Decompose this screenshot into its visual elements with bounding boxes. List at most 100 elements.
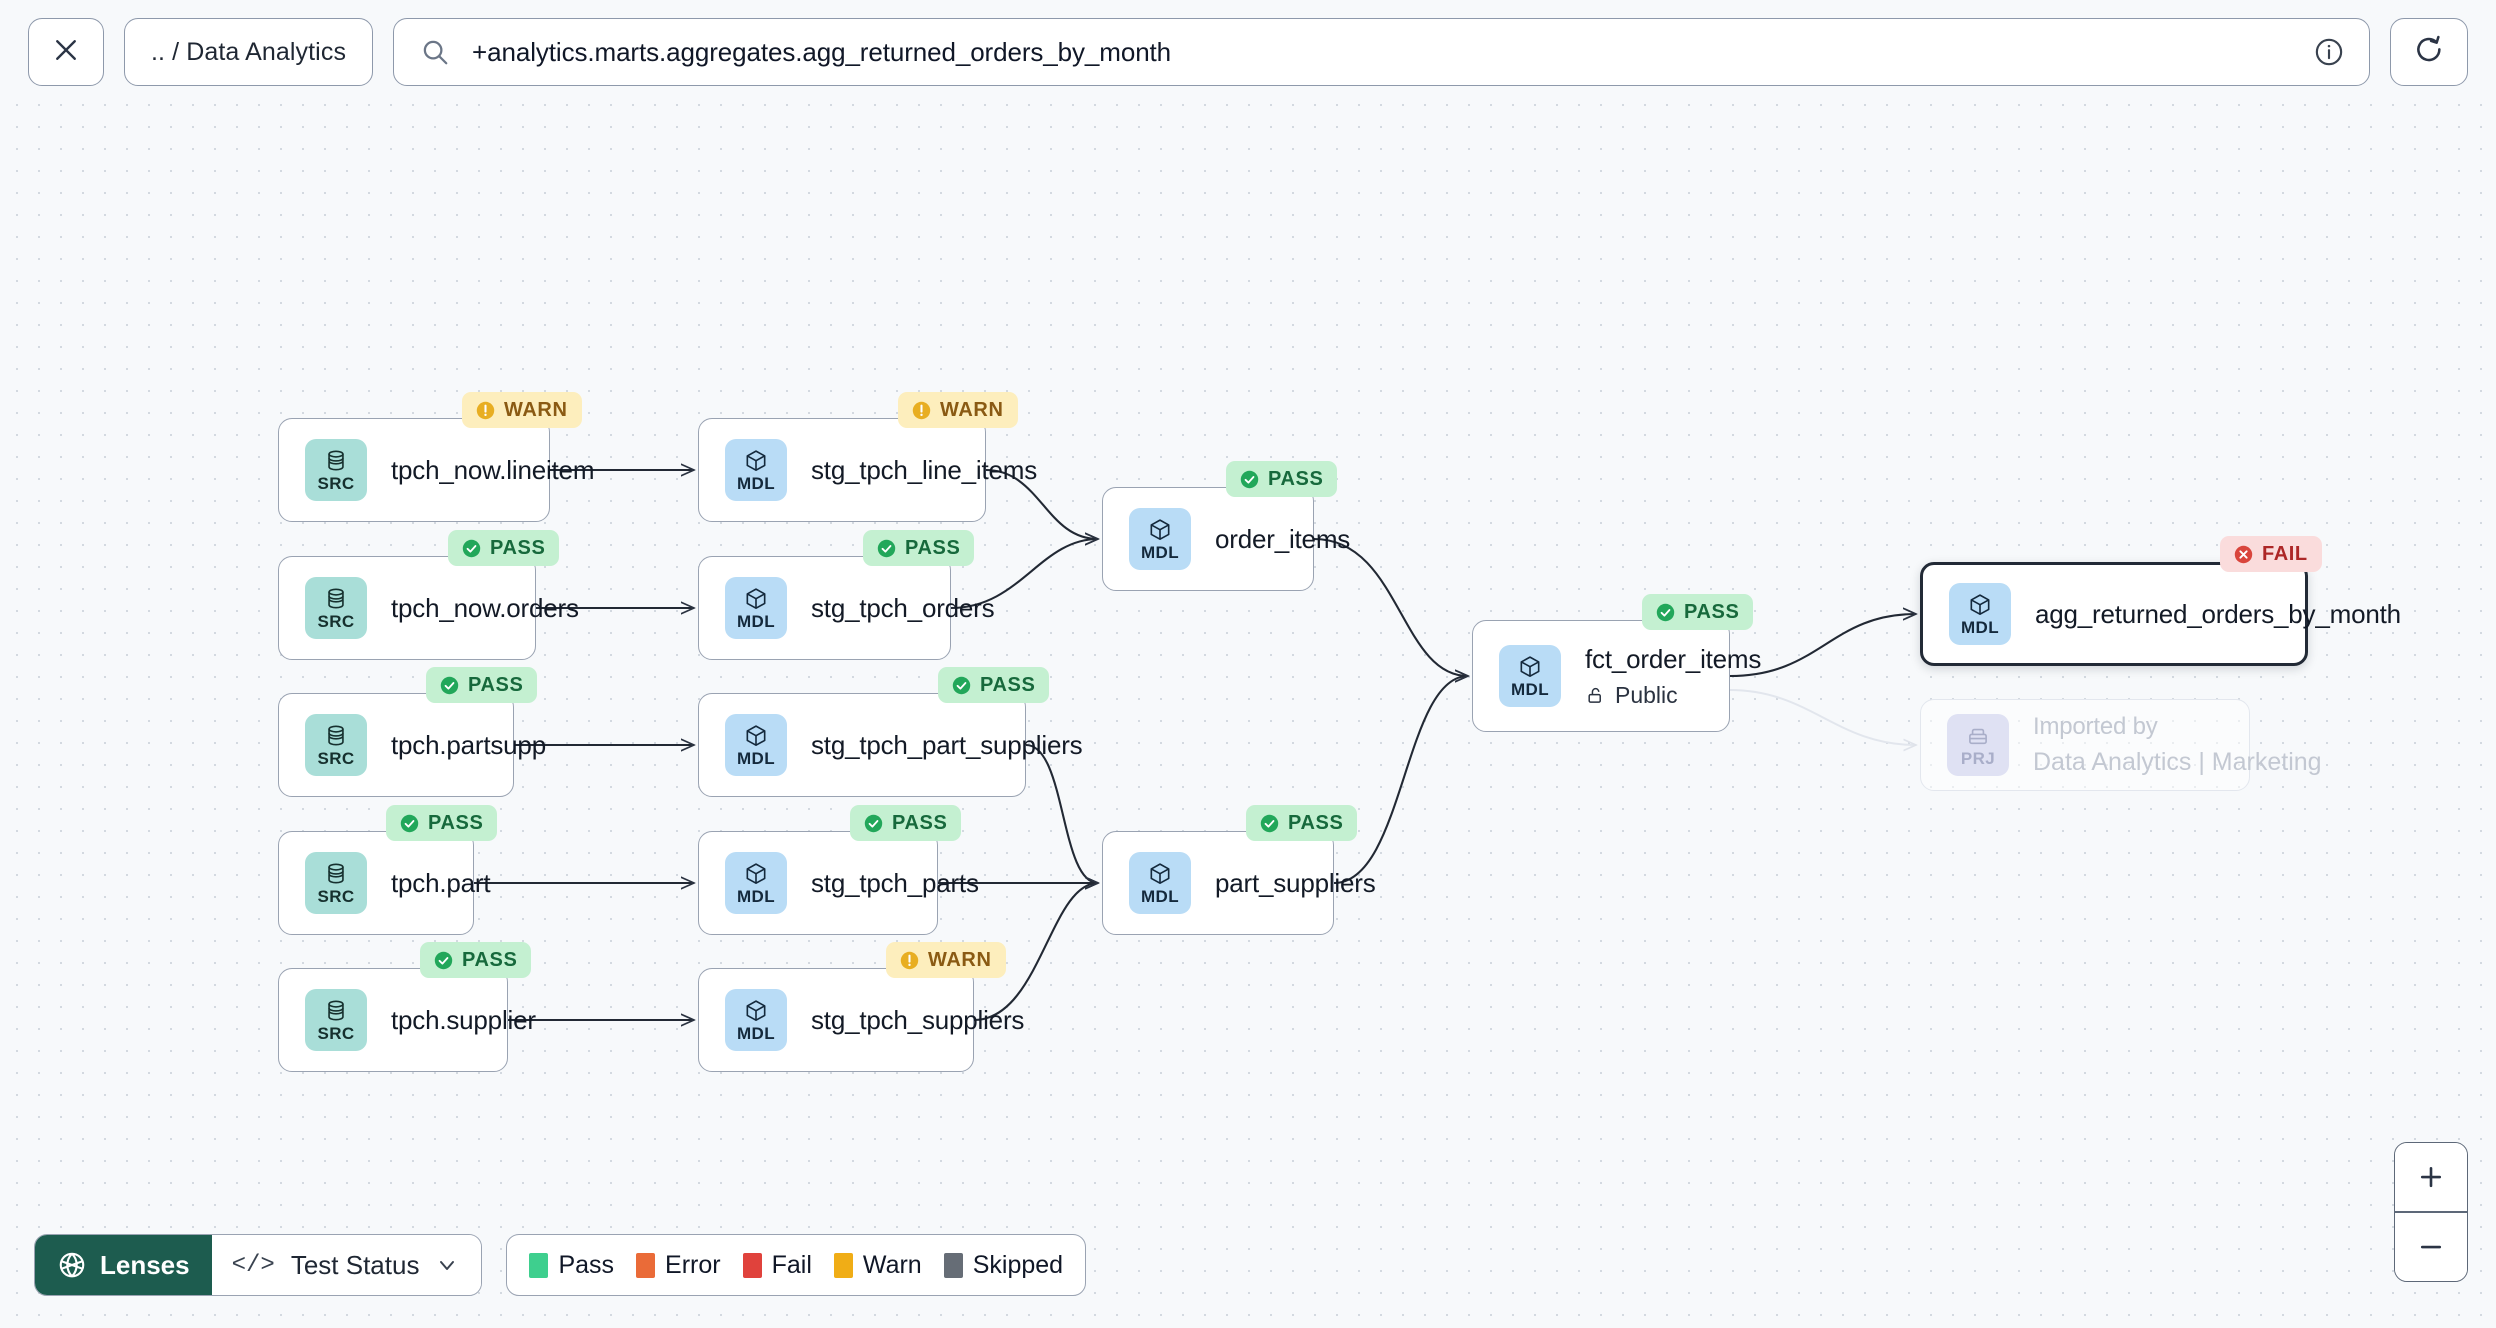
lineage-search-input[interactable]: +analytics.marts.aggregates.agg_returned… [393, 18, 2370, 86]
node-type-tag: MDL [1510, 680, 1550, 699]
node-type-tag: SRC [317, 474, 355, 493]
database-icon: SRC [305, 714, 367, 776]
status-pass-icon [462, 539, 481, 558]
cube-icon: MDL [725, 989, 787, 1051]
cube-icon: MDL [725, 852, 787, 914]
status-pass-icon [1260, 814, 1279, 833]
graph-node-stg_tpch_parts[interactable]: MDL stg_tpch_parts [698, 831, 979, 935]
node-label: agg_returned_orders_by_month [2035, 598, 2401, 629]
legend-label: Error [665, 1250, 721, 1279]
status-warn-icon [912, 401, 931, 420]
node-type-tag: SRC [317, 1024, 355, 1043]
node-body: tpch_now.lineitem [391, 455, 594, 486]
node-subtitle: Public [1585, 682, 1729, 709]
node-body: stg_tpch_part_suppliers [811, 729, 1083, 761]
node-label: tpch_now.orders [391, 592, 579, 623]
node-type-tag: MDL [736, 1024, 776, 1043]
status-fail-icon [2234, 545, 2253, 564]
legend-swatch [742, 1252, 762, 1278]
status-pass-icon [877, 539, 896, 558]
node-body: agg_returned_orders_by_month [2035, 598, 2401, 630]
legend-item-pass: Pass [529, 1251, 614, 1280]
cube-icon: MDL [725, 577, 787, 639]
graph-node-stg_tpch_part_suppliers[interactable]: MDL stg_tpch_part_suppliers [698, 693, 1083, 797]
node-body: stg_tpch_parts [811, 868, 979, 899]
legend-label: Warn [862, 1250, 922, 1279]
status-pass-icon [434, 951, 453, 970]
graph-node-stg_tpch_orders[interactable]: MDL stg_tpch_orders [698, 556, 995, 660]
test-status-dropdown[interactable]: </> Test Status [211, 1235, 482, 1295]
database-icon: SRC [305, 577, 367, 639]
zoom-out-button[interactable] [2395, 1213, 2467, 1281]
breadcrumb[interactable]: .. / Data Analytics [124, 18, 374, 86]
status-warn-icon [900, 951, 919, 970]
status-legend: Pass Error Fail Warn Skipped [506, 1234, 1087, 1296]
legend-swatch [529, 1252, 549, 1278]
lenses-group: Lenses </> Test Status [34, 1234, 483, 1296]
legend-swatch [943, 1252, 963, 1278]
node-body: part_suppliers [1215, 868, 1376, 899]
node-label: fct_order_items [1585, 643, 1762, 674]
graph-node-imported_by_project[interactable]: PRJ Imported by Data Analytics | Marketing [1920, 699, 2322, 791]
node-body: stg_tpch_line_items [811, 454, 1037, 486]
node-label: tpch.supplier [391, 1004, 536, 1035]
status-warn-icon [476, 401, 495, 420]
close-button[interactable] [28, 18, 104, 86]
legend-item-skipped: Skipped [943, 1251, 1063, 1280]
cube-icon: MDL [725, 714, 787, 776]
node-label: Imported by [2033, 713, 2158, 740]
breadcrumb-label: .. / Data Analytics [151, 37, 347, 66]
node-type-tag: SRC [317, 612, 355, 631]
node-body: order_items [1215, 524, 1350, 555]
node-type-tag: MDL [1140, 543, 1180, 562]
graph-node-agg_returned_orders_by_month[interactable]: MDL agg_returned_orders_by_month [1920, 562, 2401, 666]
database-icon: SRC [305, 989, 367, 1051]
node-type-tag: SRC [317, 887, 355, 906]
node-type-tag: PRJ [1960, 749, 1996, 768]
test-status-label: Test Status [290, 1249, 420, 1280]
node-label: tpch.partsupp [391, 729, 546, 760]
info-icon[interactable] [2313, 36, 2345, 68]
cube-icon: MDL [725, 439, 787, 501]
cube-icon: MDL [1949, 583, 2011, 645]
node-body: tpch.partsupp [391, 729, 546, 761]
node-body: tpch_now.orders [391, 592, 579, 624]
graph-node-stg_tpch_line_items[interactable]: MDL stg_tpch_line_items [698, 418, 1037, 522]
lenses-label: Lenses [100, 1249, 190, 1280]
status-pass-icon [952, 676, 971, 695]
plus-icon [2416, 1162, 2446, 1192]
legend-swatch [833, 1252, 853, 1278]
lenses-button[interactable]: Lenses [35, 1235, 212, 1295]
graph-node-tpch_now_lineitem[interactable]: SRC tpch_now.lineitem [278, 418, 594, 522]
node-type-tag: MDL [736, 474, 776, 493]
node-type-tag: MDL [1140, 887, 1180, 906]
cube-icon: MDL [1129, 852, 1191, 914]
chevron-down-icon [435, 1253, 459, 1277]
graph-node-part_suppliers[interactable]: MDL part_suppliers [1102, 831, 1376, 935]
graph-node-tpch_supplier[interactable]: SRC tpch.supplier [278, 968, 536, 1072]
minus-icon [2416, 1232, 2446, 1262]
node-subtitle-text: Data Analytics | Marketing [2033, 748, 2322, 776]
node-body: stg_tpch_orders [811, 593, 995, 624]
search-icon [420, 37, 450, 67]
graph-node-order_items[interactable]: MDL order_items [1102, 487, 1350, 591]
unlock-icon [1585, 685, 1606, 706]
refresh-button[interactable] [2390, 18, 2468, 86]
graph-node-tpch_now_orders[interactable]: SRC tpch_now.orders [278, 556, 579, 660]
status-pass-icon [400, 814, 419, 833]
node-label: stg_tpch_part_suppliers [811, 729, 1083, 760]
legend-label: Pass [558, 1250, 615, 1279]
refresh-icon [2412, 33, 2446, 72]
zoom-in-button[interactable] [2395, 1143, 2467, 1212]
node-label: stg_tpch_line_items [811, 454, 1037, 485]
status-pass-icon [864, 814, 883, 833]
search-value: +analytics.marts.aggregates.agg_returned… [472, 36, 1172, 67]
node-type-tag: MDL [736, 887, 776, 906]
legend-item-fail: Fail [742, 1251, 812, 1280]
graph-node-tpch_partsupp[interactable]: SRC tpch.partsupp [278, 693, 546, 797]
